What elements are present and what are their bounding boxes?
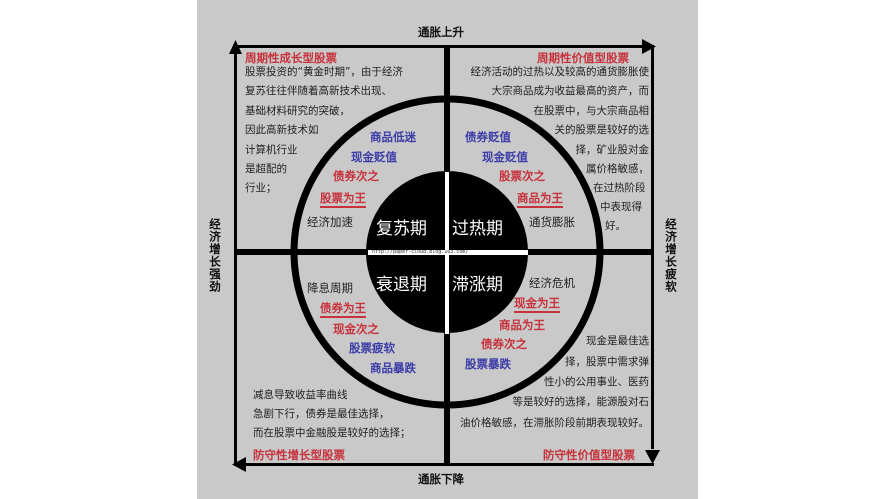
tr-line: 大宗商品成为收益最高的资产，而 <box>491 85 650 97</box>
tl-rank-top: 股票为王 <box>320 190 366 208</box>
tl-line: 股票投资的“黄金时期”，由于经济 <box>245 66 403 78</box>
br-rank: 债券次之 <box>481 337 527 351</box>
tl-line: 行业； <box>245 182 277 194</box>
tl-line: 基础材料研究的突破， <box>245 105 350 117</box>
axis-label-bottom: 通胀下降 <box>418 472 464 486</box>
tl-line: 因此高新技术如 <box>245 124 319 136</box>
tr-rank-top: 商品为王 <box>517 190 563 208</box>
bl-rank-top: 债券为王 <box>320 300 366 318</box>
tr-line: 择，矿业股对金 <box>575 144 650 156</box>
frame-left <box>234 52 237 466</box>
tr-line: 好。 <box>605 220 626 232</box>
phase-recession: 衰退期 <box>376 275 427 295</box>
bl-line: 而在股票中金融股是较好的选择； <box>253 427 411 439</box>
bl-rank: 现金次之 <box>333 322 379 336</box>
tr-line: 中表现得 <box>600 201 642 213</box>
tl-title: 周期性成长型股票 <box>245 51 337 65</box>
arrow-right-icon <box>642 39 656 54</box>
arrow-left-icon <box>232 457 246 472</box>
axis-label-right: 经济增长疲软 <box>664 218 678 293</box>
tl-line: 是超配的 <box>245 163 287 175</box>
frame-right <box>651 45 654 449</box>
tr-rank: 现金贬值 <box>482 150 528 164</box>
tr-rank: 股票次之 <box>499 169 545 183</box>
arrow-up-icon <box>229 40 242 54</box>
axis-label-left: 经济增长强劲 <box>208 218 222 293</box>
tr-line: 关的股票是较好的选 <box>554 124 650 136</box>
phase-recovery: 复苏期 <box>376 219 427 239</box>
bl-rank: 商品暴跌 <box>370 361 416 375</box>
phase-overheat: 过热期 <box>452 219 503 239</box>
tl-state: 经济加速 <box>307 215 353 229</box>
bl-state: 降息周期 <box>307 281 353 295</box>
axis-label-top: 通胀上升 <box>418 25 464 39</box>
br-state: 经济危机 <box>529 276 575 290</box>
tl-rank: 债券次之 <box>333 169 379 183</box>
br-line: 性小的公用事业、医药 <box>544 376 649 388</box>
tr-line: 在过热阶段 <box>593 182 646 194</box>
br-rank: 商品为王 <box>499 318 545 332</box>
arrow-down-icon <box>645 450 660 464</box>
bl-title: 防守性增长型股票 <box>253 448 345 462</box>
tl-line: 复苏往往伴随着高新技术出现、 <box>245 85 392 97</box>
url-watermark: http://paper-cloud.blog.163.com/ <box>368 250 528 255</box>
br-line: 油价格敏感，在滞胀阶段前期表现较好。 <box>460 417 649 429</box>
tl-rank: 现金贬值 <box>351 150 397 164</box>
phase-stagflation: 滞涨期 <box>452 275 503 295</box>
br-title: 防守性价值型股票 <box>543 448 635 462</box>
tr-line: 属价格敏感， <box>586 163 649 175</box>
tl-rank: 商品低迷 <box>370 130 416 144</box>
tr-line: 经济活动的过热以及较高的通货膨胀使 <box>470 66 650 78</box>
br-line: 现金是最佳选 <box>586 335 649 347</box>
br-line: 等是较好的选择，能源股对石 <box>512 396 650 408</box>
tl-line: 计算机行业 <box>245 144 298 156</box>
tr-state: 通货膨胀 <box>529 215 575 229</box>
tr-title: 周期性价值型股票 <box>537 51 629 65</box>
frame-top <box>234 45 646 48</box>
br-line: 择，股票中需求弹 <box>565 356 649 368</box>
bl-line: 急剧下行，债券是最佳选择， <box>253 408 390 420</box>
bl-line: 减息导致收益率曲线 <box>253 389 348 401</box>
br-rank-top: 现金为王 <box>514 295 560 313</box>
tr-line: 在股票中，与大宗商品相 <box>533 105 650 117</box>
bl-rank: 股票疲软 <box>349 341 395 355</box>
tr-rank: 债券贬值 <box>465 130 511 144</box>
br-rank: 股票暴跌 <box>465 357 511 371</box>
